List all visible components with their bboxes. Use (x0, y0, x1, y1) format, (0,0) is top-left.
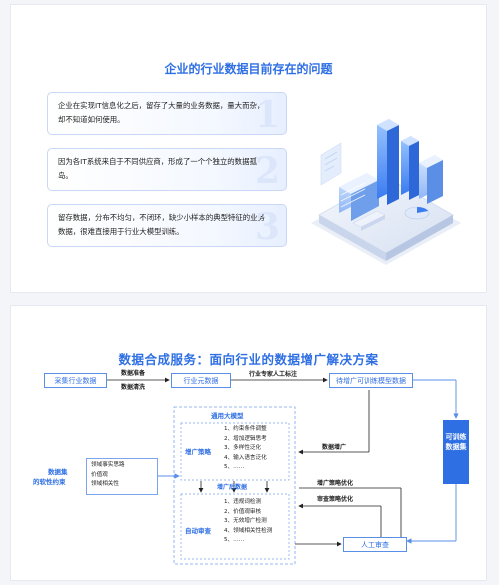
data-prep-label: 数据准备 (121, 370, 146, 377)
problem-card-number: 3 (254, 206, 280, 248)
solution-title: 数据合成服务：面向行业的数据增广解决方案 (118, 352, 379, 367)
data-augment-label: 数据增广 (322, 444, 347, 451)
solution-panel: 数据合成服务：面向行业的数据增广解决方案 采集行业数据 数据准备 (10, 305, 487, 581)
problem-card-1: 企业在实现IT信息化之后，留存了大量的业务数据，量大而杂，却不知道如何使用。 1 (47, 92, 287, 136)
problem-card-3: 留存数据，分布不均匀，不闭环，缺少小样本的典型特征的业务数据，很难直接用于行业大… (47, 204, 287, 248)
data-cleaning-label: 数据清洗 (121, 384, 146, 391)
problem-card-text: 企业在实现IT信息化之后，留存了大量的业务数据，量大而杂，却不知道如何使用。 (58, 101, 265, 124)
constraint-item: 领域相关性 (91, 481, 119, 488)
review-item: 1、违规词检测 (224, 499, 262, 505)
problem-card-text: 因为各IT系统来自于不同供应商，形成了一个个独立的数据孤岛。 (58, 157, 257, 180)
augment-strategy-label: 增广策略 (185, 448, 211, 456)
dataset-label: 数据集 (48, 468, 68, 476)
isometric-data-illustration (311, 119, 461, 265)
problems-panel: 企业的行业数据目前存在的问题 企业在实现IT信息化之后，留存了大量的业务数据，量… (10, 4, 487, 293)
strategy-item: 1、约束条件调整 (224, 426, 267, 432)
review-item: 3、无效增广检测 (224, 518, 267, 525)
trainable-dataset-box: 可训练数据集 (443, 420, 469, 484)
review-item: 4、领域相关性检测 (224, 527, 273, 534)
strategy-item: 3、多样性泛化 (224, 445, 262, 452)
review-item: 2、价值观审核 (224, 508, 262, 515)
soft-constraint-label: 的软性约束 (33, 478, 66, 486)
strategy-item: 4、输入语言泛化 (224, 454, 267, 461)
review-list: 1、违规词检测 2、价值观审核 3、无效增广检测 4、领域相关性检测 5、…… (224, 498, 272, 546)
collect-industry-data-box: 采集行业数据 (44, 373, 107, 388)
strategy-item: 2、增加逻辑思考 (224, 435, 267, 442)
strategy-item: 5、…… (224, 464, 245, 471)
auto-review-label: 自动审查 (185, 527, 211, 535)
pending-augment-data-box: 待增广可训练模型数据 (329, 373, 413, 388)
problem-card-number: 1 (254, 94, 280, 136)
constraints-box: 领域事实思路 价值观 领域相关性 (86, 458, 158, 495)
problems-title: 企业的行业数据目前存在的问题 (164, 62, 333, 76)
constraint-item: 领域事实思路 (91, 462, 125, 468)
constraint-item: 价值观 (91, 471, 108, 478)
strategy-optimize-label: 增广策略优化 (317, 480, 354, 487)
review-optimize-label: 审查策略优化 (317, 496, 354, 503)
strategy-list: 1、约束条件调整 2、增加逻辑思考 3、多样性泛化 4、输入语言泛化 5、…… (224, 425, 267, 473)
problem-card-text: 留存数据，分布不均匀，不闭环，缺少小样本的典型特征的业务数据，很难直接用于行业大… (58, 213, 265, 236)
problem-card-2: 因为各IT系统来自于不同供应商，形成了一个个独立的数据孤岛。 2 (47, 148, 287, 192)
augmented-data-label: 增广后数据 (217, 484, 248, 491)
problem-card-number: 2 (254, 150, 280, 192)
expert-annotation-label: 行业专家人工标注 (249, 371, 298, 378)
manual-review-box: 人工审查 (343, 537, 407, 552)
general-llm-label: 通用大模型 (211, 412, 244, 420)
flow-connectors (107, 377, 459, 565)
review-item: 5、…… (224, 537, 245, 544)
industry-metadata-box: 行业元数据 (171, 373, 231, 388)
